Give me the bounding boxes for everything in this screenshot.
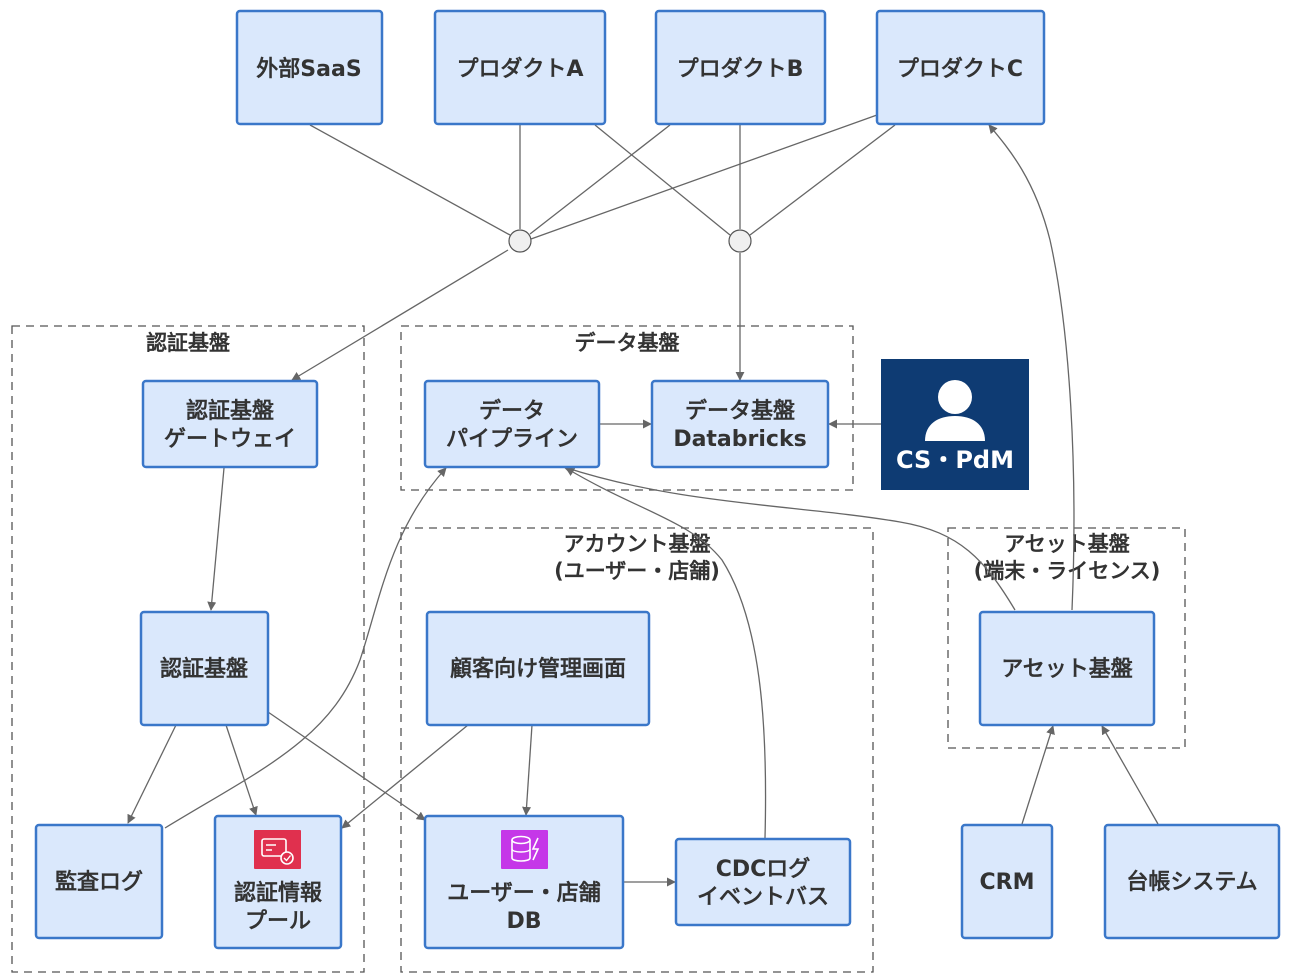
- edge-ledger-asset: [1101, 725, 1159, 825]
- node-user-store-db-label-2: DB: [506, 909, 541, 934]
- node-product-b[interactable]: プロダクトB: [654, 9, 827, 126]
- node-auth-core-label: 認証基盤: [160, 656, 249, 682]
- database-icon: [501, 830, 548, 869]
- node-asset-core-label: アセット基盤: [1001, 656, 1134, 682]
- node-ledger-system[interactable]: 台帳システム: [1103, 823, 1281, 940]
- edge-crm-asset: [1021, 725, 1055, 825]
- edge-admin-authpool: [341, 724, 469, 829]
- node-databricks-label-2: Databricks: [673, 427, 806, 452]
- actor-cs-pdm[interactable]: CS・PdM: [881, 359, 1029, 490]
- node-admin-console[interactable]: 顧客向け管理画面: [425, 610, 651, 727]
- node-product-a-label: プロダクトA: [456, 56, 583, 82]
- edge-saas-junction1: [309, 124, 511, 236]
- cluster-account-title: アカウント基盤: [564, 532, 712, 556]
- edge-authcore-db: [267, 711, 426, 821]
- node-audit-log-label: 監査ログ: [55, 869, 143, 895]
- node-ledger-system-label: 台帳システム: [1126, 869, 1257, 895]
- node-auth-gateway[interactable]: 認証基盤 ゲートウェイ: [141, 379, 319, 469]
- node-asset-core[interactable]: アセット基盤: [978, 610, 1156, 727]
- edge-asset-productc: [988, 124, 1075, 611]
- node-crm-label: CRM: [980, 870, 1035, 895]
- actor-label: CS・PdM: [896, 446, 1014, 474]
- node-admin-console-label: 顧客向け管理画面: [450, 656, 626, 682]
- node-audit-log[interactable]: 監査ログ: [34, 823, 164, 940]
- node-data-pipeline-label-1: データ: [479, 398, 545, 424]
- node-cdc-event-bus[interactable]: CDCログ イベントバス: [674, 837, 852, 927]
- cluster-account-subtitle: (ユーザー・店舗): [554, 559, 720, 583]
- node-databricks[interactable]: データ基盤 Databricks: [650, 379, 830, 469]
- node-auth-pool[interactable]: 認証情報 プール: [213, 814, 343, 950]
- edge-authcore-authpool: [225, 724, 258, 816]
- node-auth-core[interactable]: 認証基盤: [139, 610, 270, 727]
- cluster-auth-title: 認証基盤: [146, 331, 231, 355]
- node-data-pipeline-label-2: パイプライン: [446, 427, 578, 452]
- edge-asset-pipeline: [563, 465, 1016, 611]
- node-product-c-label: プロダクトC: [897, 56, 1023, 82]
- cluster-asset-title: アセット基盤: [1004, 532, 1131, 556]
- node-external-saas-label: 外部SaaS: [256, 56, 361, 82]
- edge-auditlog-pipeline: [164, 467, 447, 829]
- node-user-store-db-label-1: ユーザー・店舗: [447, 880, 601, 906]
- edge-gateway-authcore: [207, 467, 225, 611]
- node-product-b-label: プロダクトB: [677, 56, 804, 82]
- node-product-c[interactable]: プロダクトC: [875, 9, 1046, 126]
- cluster-data-title: データ基盤: [575, 331, 681, 355]
- edge-junction-2: [728, 229, 752, 253]
- node-auth-pool-label-2: プール: [245, 909, 311, 934]
- edge-cdc-pipeline: [565, 467, 767, 839]
- edge-productc-junction2: [749, 124, 896, 236]
- edge-producta-junction2: [594, 124, 731, 236]
- user-icon: [925, 380, 985, 441]
- node-external-saas[interactable]: 外部SaaS: [235, 9, 384, 126]
- edge-productc-junction1: [530, 114, 878, 240]
- node-cdc-event-bus-label-1: CDCログ: [716, 856, 811, 882]
- edge-productb-junction1: [529, 124, 671, 235]
- cluster-account: アカウント基盤 (ユーザー・店舗): [400, 527, 874, 973]
- cluster-asset: アセット基盤 (端末・ライセンス): [947, 527, 1186, 749]
- node-data-pipeline[interactable]: データ パイプライン: [423, 379, 601, 469]
- node-auth-gateway-label-1: 認証基盤: [186, 398, 275, 424]
- edges: [127, 114, 1159, 887]
- node-user-store-db[interactable]: ユーザー・店舗 DB: [423, 814, 625, 950]
- cluster-asset-subtitle: (端末・ライセンス): [974, 559, 1161, 583]
- node-auth-pool-label-1: 認証情報: [234, 880, 323, 906]
- edge-junction-1: [508, 229, 532, 253]
- cluster-data: データ基盤: [400, 325, 854, 491]
- edge-authcore-auditlog: [127, 724, 177, 824]
- edge-admin-db: [522, 724, 533, 816]
- edge-junction1-gateway: [291, 249, 509, 381]
- node-auth-gateway-label-2: ゲートウェイ: [164, 427, 296, 452]
- cognito-icon: [254, 830, 301, 869]
- node-cdc-event-bus-label-2: イベントバス: [697, 885, 829, 910]
- node-databricks-label-1: データ基盤: [685, 398, 796, 424]
- node-product-a[interactable]: プロダクトA: [433, 9, 607, 126]
- node-crm[interactable]: CRM: [960, 823, 1054, 940]
